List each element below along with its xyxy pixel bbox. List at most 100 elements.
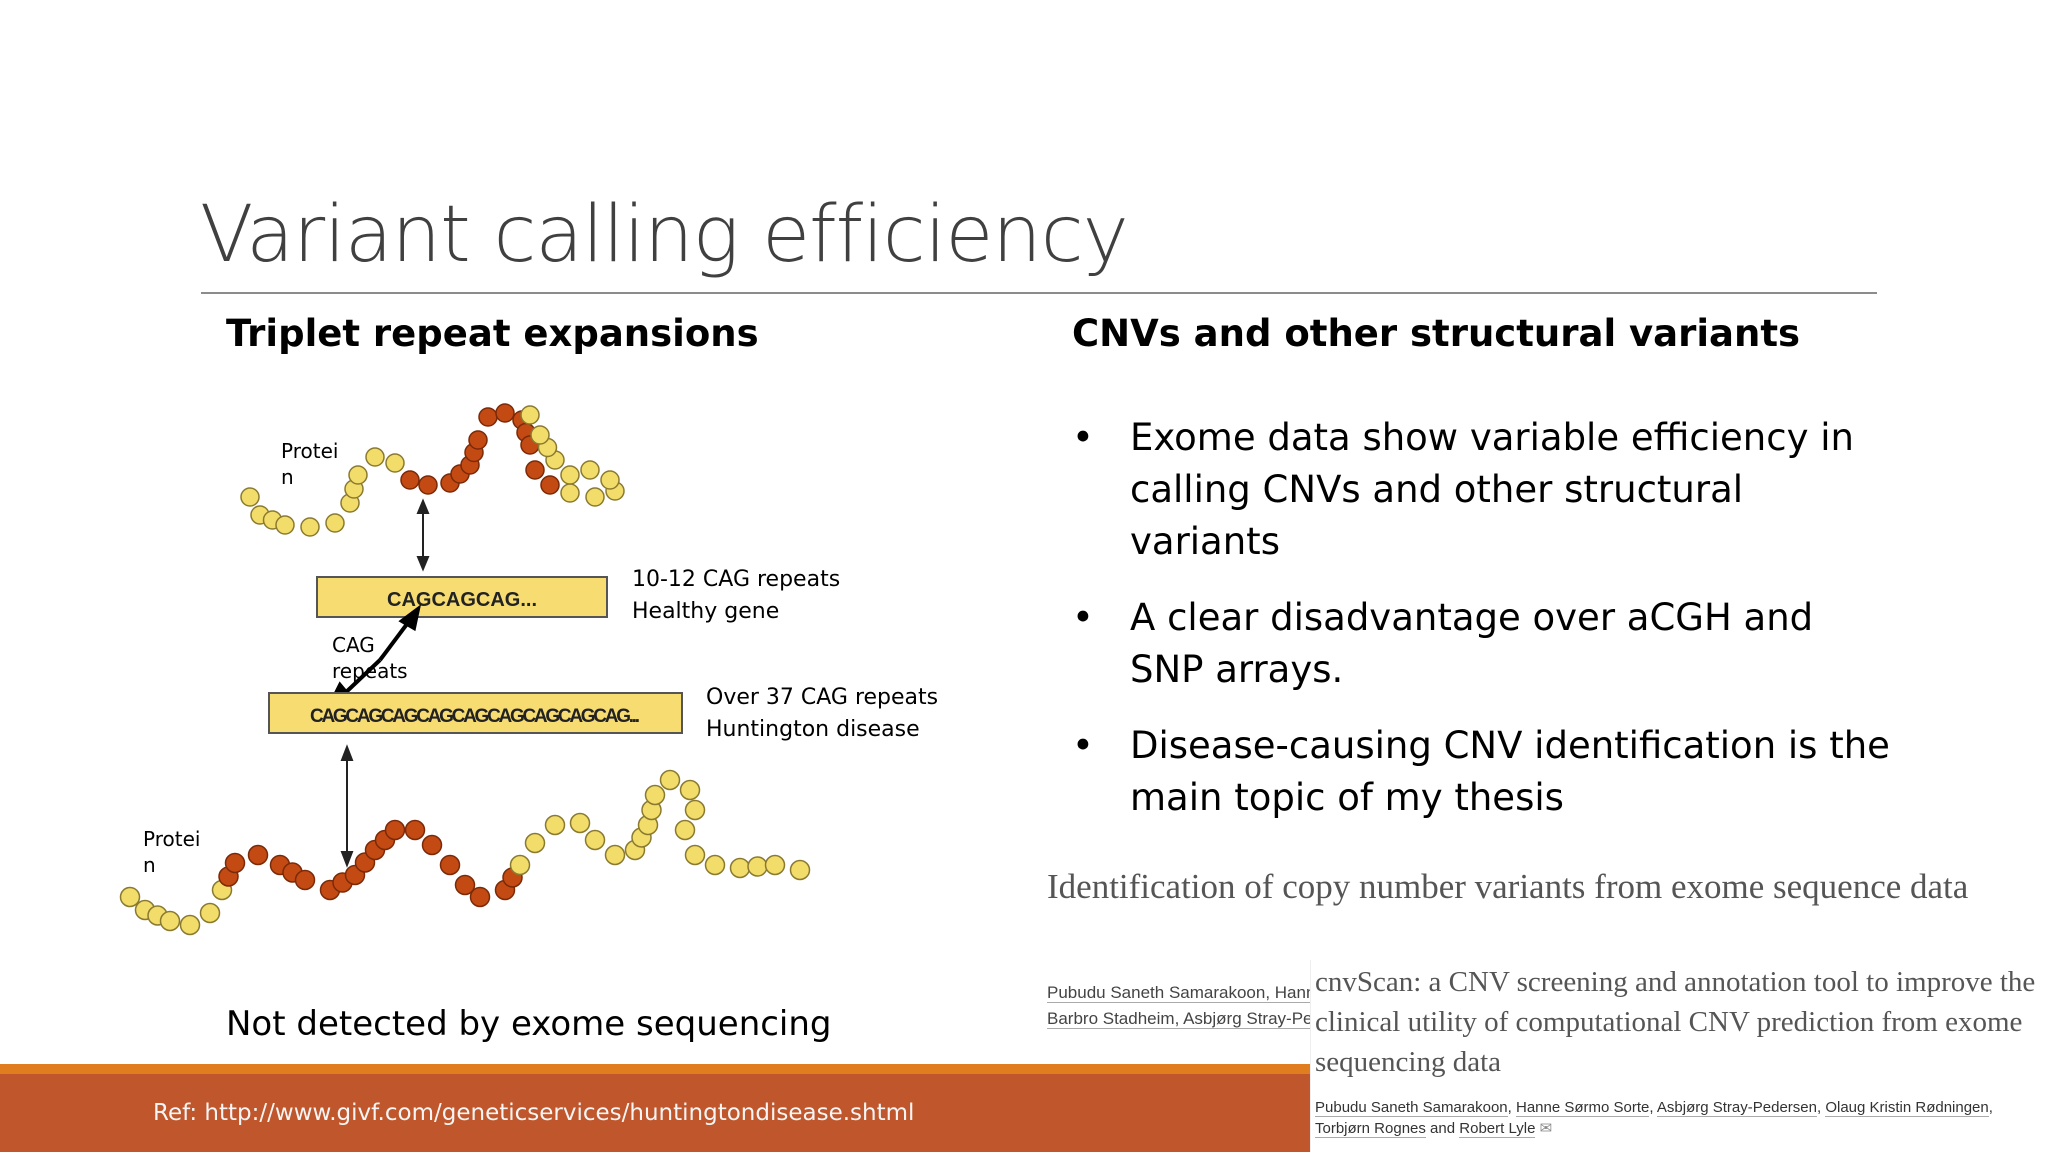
double-arrow-bottom — [340, 744, 354, 868]
repeat-bead — [384, 819, 406, 841]
repeat-bead — [421, 834, 443, 856]
protein-bead — [524, 832, 546, 854]
repeat-bead — [469, 886, 491, 908]
paper2-author-link[interactable]: Olaug Kristin Rødningen — [1825, 1099, 1989, 1117]
protein-bead — [560, 483, 580, 503]
left-column-heading: Triplet repeat expansions — [226, 312, 759, 355]
protein-bead — [300, 517, 320, 537]
repeat-bead — [540, 475, 560, 495]
disease-gene-sequence: CAGCAGCAGCAGCAGCAGCAGCAGCAG... — [310, 706, 640, 727]
title-divider — [201, 292, 1877, 294]
repeat-bead — [439, 854, 461, 876]
protein-bead — [600, 470, 620, 490]
repeat-bead — [247, 844, 269, 866]
bullet-text: A clear disadvantage over aCGH and SNP a… — [1130, 596, 1814, 691]
author-separator: , — [1649, 1099, 1657, 1116]
protein-bead — [674, 819, 696, 841]
protein-bead — [659, 769, 681, 791]
paper2-author-link[interactable]: Torbjørn Rognes — [1315, 1120, 1426, 1138]
author-separator: and — [1425, 1120, 1460, 1137]
protein-bead — [199, 902, 221, 924]
protein-bead — [179, 914, 201, 936]
protein-bead — [679, 779, 701, 801]
right-column-heading: CNVs and other structural variants — [1072, 312, 1801, 355]
protein-bead — [385, 453, 405, 473]
paper2-title: cnvScan: a CNV screening and annotation … — [1315, 966, 2036, 1078]
footer-accent-line — [0, 1064, 2048, 1074]
healthy-gene-sequence: CAGCAGCAG... — [387, 589, 537, 611]
protein-bead — [325, 513, 345, 533]
disease-note-label: Huntington disease — [706, 717, 920, 742]
protein-bead — [520, 405, 540, 425]
protein-bead — [747, 856, 768, 877]
paper2-author-link[interactable]: Robert Lyle — [1459, 1120, 1536, 1138]
repeat-bead — [454, 874, 476, 896]
repeat-bead — [478, 407, 498, 427]
repeat-bead — [404, 819, 426, 841]
disease-note-count: Over 37 CAG repeats — [706, 685, 939, 710]
protein-bead — [560, 465, 580, 485]
paper1-authors-line2[interactable]: Barbro Stadheim, Asbjørg Stray-Ped — [1047, 1009, 1317, 1029]
protein-bead — [530, 425, 550, 445]
protein-label-bottom: Protei n — [143, 827, 201, 877]
not-detected-note: Not detected by exome sequencing — [226, 1004, 832, 1044]
protein-bead — [789, 859, 811, 881]
paper2-screenshot — [1310, 960, 2048, 1152]
protein-bead — [569, 812, 591, 834]
protein-bead — [240, 487, 260, 507]
bullet-list: • Exome data show variable efficiency in … — [1070, 412, 1890, 848]
paper2-author-link[interactable]: Asbjørg Stray-Pedersen — [1656, 1099, 1817, 1117]
bullet-text: Disease-causing CNV identification is th… — [1130, 724, 1890, 819]
protein-bead — [119, 886, 141, 908]
protein-bead — [764, 854, 786, 876]
protein-bead — [729, 857, 751, 879]
protein-bead — [509, 854, 531, 876]
repeat-bead — [400, 470, 420, 490]
author-separator: , — [1816, 1099, 1826, 1116]
repeat-bead — [468, 430, 488, 450]
protein-bead — [365, 447, 385, 467]
paper1-title: Identification of copy number variants f… — [1047, 867, 1969, 906]
protein-bead — [159, 910, 181, 932]
bullet-item: • A clear disadvantage over aCGH and SNP … — [1070, 592, 1890, 696]
healthy-note-label: Healthy gene — [632, 599, 780, 624]
protein-bead — [604, 844, 626, 866]
bullet-text: Exome data show variable efficiency in c… — [1130, 416, 1854, 563]
protein-chain-top — [240, 403, 625, 537]
healthy-gene-box — [316, 576, 608, 618]
huntington-repeat-diagram: CAGCAGCAG... CAGCAGCAGCAGCAGCAGCAGCAGCAG… — [119, 403, 811, 936]
protein-chain-bottom — [119, 769, 811, 936]
healthy-note-count: 10-12 CAG repeats — [632, 567, 841, 592]
repeat-bead — [294, 869, 316, 891]
paper1-authors: Pubudu Saneth Samarakoon, Hanne Barbro S… — [1047, 980, 1317, 1032]
cag-repeats-label: CAG repeats — [332, 633, 408, 683]
protein-bead — [704, 854, 726, 876]
bullet-marker: • — [1072, 416, 1094, 459]
protein-bead — [275, 515, 295, 535]
bullet-item: • Disease-causing CNV identification is t… — [1070, 720, 1890, 824]
protein-bead — [580, 460, 600, 480]
protein-bead — [544, 814, 566, 836]
mail-icon[interactable]: ✉ — [1539, 1120, 1553, 1137]
protein-bead — [585, 487, 605, 507]
bullet-marker: • — [1072, 596, 1094, 639]
double-arrow-top — [416, 498, 430, 572]
bullet-item: • Exome data show variable efficiency in … — [1070, 412, 1890, 568]
paper1-authors-line1[interactable]: Pubudu Saneth Samarakoon, Hanne — [1047, 983, 1317, 1003]
bullet-marker: • — [1072, 724, 1094, 767]
protein-label-top: Protei n — [281, 439, 339, 489]
paper2-author-link[interactable]: Pubudu Saneth Samarakoon — [1315, 1099, 1508, 1117]
slide-title: Variant calling efficiency — [200, 190, 1129, 280]
paper2-author-link[interactable]: Hanne Sørmo Sorte — [1516, 1099, 1650, 1117]
disease-gene-box — [268, 692, 683, 734]
author-separator: , — [1507, 1099, 1516, 1116]
author-separator: , — [1988, 1099, 1993, 1116]
repeat-bead — [525, 460, 545, 480]
protein-bead — [684, 844, 706, 866]
repeat-bead — [418, 475, 438, 495]
protein-bead — [644, 784, 666, 806]
repeat-bead — [495, 403, 515, 423]
paper2-authors: Pubudu Saneth Samarakoon, Hanne Sørmo So… — [1315, 1097, 2045, 1139]
repeat-bead — [224, 852, 246, 874]
reference-text: Ref: http://www.givf.com/geneticservices… — [153, 1100, 915, 1126]
